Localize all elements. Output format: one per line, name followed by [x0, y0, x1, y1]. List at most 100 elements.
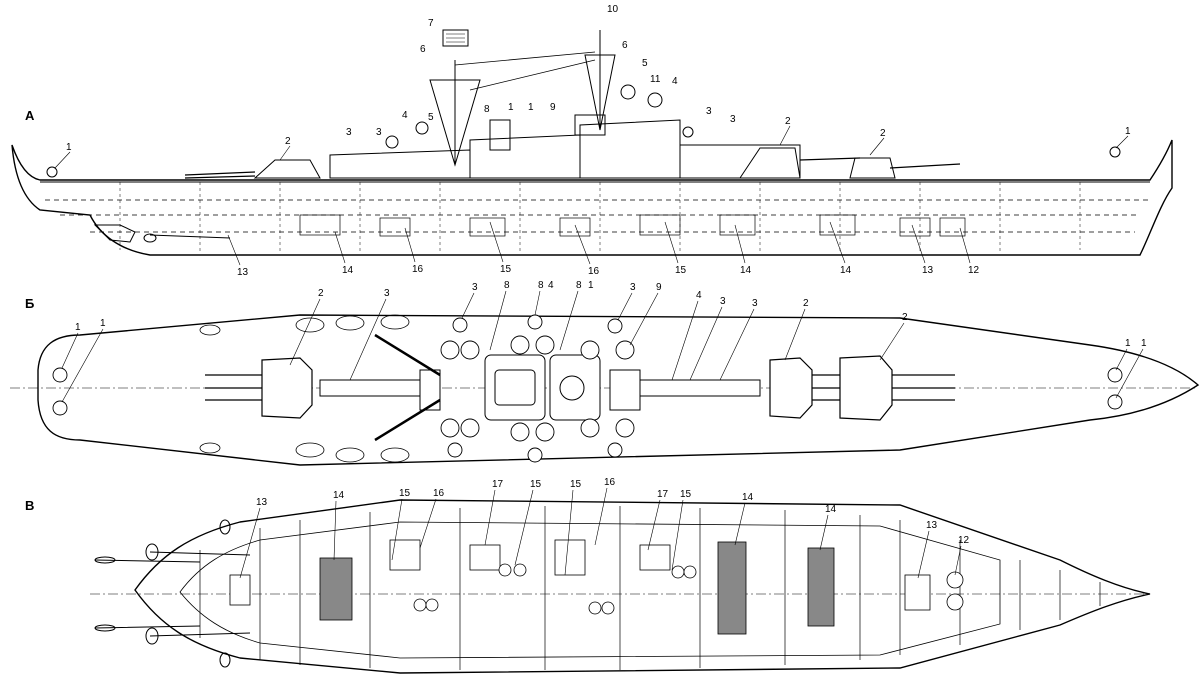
side-callout-10: 10: [607, 4, 619, 15]
side-frames: [119, 182, 1081, 252]
hold-callout-13a: 13: [256, 497, 268, 508]
hold-shafts: [94, 519, 251, 668]
hold-hull-outline: [134, 499, 1151, 674]
hold-callout-15a: 15: [399, 488, 411, 499]
side-callout-16a: 16: [412, 264, 424, 275]
side-callout-4a: 4: [672, 76, 678, 87]
side-waterline: [45, 199, 1148, 233]
rigging-line: [454, 51, 596, 91]
side-gun-barrels: [184, 157, 961, 179]
side-superstructure: [253, 119, 896, 179]
hold-callout-13b: 13: [926, 520, 938, 531]
hold-magazines: [229, 539, 964, 635]
hold-callout-14a: 14: [333, 490, 345, 501]
view-label-hold: В: [25, 498, 34, 513]
deck-callout-1b: 1: [100, 318, 106, 329]
deck-callout-8a: 8: [504, 280, 510, 291]
deck-callout-3d: 3: [720, 296, 726, 307]
turret-2: [769, 357, 813, 419]
deck-superstructure: [319, 354, 761, 421]
forward-mast: [429, 60, 481, 167]
deck-callout-1c: 1: [588, 280, 594, 291]
deck-callout-2a: 2: [318, 288, 324, 299]
funnel: [489, 119, 511, 151]
hold-bulkheads: [199, 506, 1101, 670]
hold-callout-12: 12: [958, 535, 970, 546]
side-leaders: [54, 125, 1129, 266]
side-compartments: [299, 214, 966, 237]
side-callout-14c: 14: [840, 265, 852, 276]
hold-view: В: [25, 477, 1151, 674]
side-callout-7: 7: [428, 18, 434, 29]
side-callout-6b: 6: [622, 40, 628, 51]
deck-hull-outline: [37, 314, 1200, 466]
side-callout-13a: 13: [237, 267, 249, 278]
hold-inner-outline: [179, 521, 1001, 659]
side-callout-2a: 2: [285, 136, 291, 147]
side-callout-5b: 5: [428, 112, 434, 123]
deck-view: Б: [10, 280, 1200, 466]
side-callout-3c: 3: [706, 106, 712, 117]
side-callout-13b: 13: [922, 265, 934, 276]
side-callout-14b: 14: [740, 265, 752, 276]
hold-callout-14b: 14: [742, 492, 754, 503]
side-callout-3d: 3: [730, 114, 736, 125]
side-callout-3b: 3: [376, 127, 382, 138]
deck-callout-9: 9: [656, 282, 662, 293]
view-label-side: А: [25, 108, 35, 123]
deck-callout-8c: 8: [576, 280, 582, 291]
hold-callout-14c: 14: [825, 504, 837, 515]
side-view: А: [11, 4, 1173, 278]
side-callout-9: 9: [550, 102, 556, 113]
side-callout-1b: 1: [528, 102, 534, 113]
side-callout-1c: 1: [1125, 126, 1131, 137]
view-label-deck: Б: [25, 296, 34, 311]
side-callout-15b: 15: [675, 265, 687, 276]
side-callout-4b: 4: [402, 110, 408, 121]
deck-leaders: [61, 290, 1144, 403]
side-callout-2b: 2: [785, 116, 791, 127]
side-callout-5a: 5: [642, 58, 648, 69]
hold-callout-15d: 15: [680, 489, 692, 500]
deck-callout-4a: 4: [548, 280, 554, 291]
side-callout-3a: 3: [346, 127, 352, 138]
deck-callout-3a: 3: [384, 288, 390, 299]
hold-callout-15c: 15: [570, 479, 582, 490]
side-callout-2c: 2: [880, 128, 886, 139]
side-callout-1d: 1: [66, 142, 72, 153]
side-callout-12: 12: [968, 265, 980, 276]
hold-callout-16a: 16: [433, 488, 445, 499]
deck-callout-3c: 3: [630, 282, 636, 293]
radar-antenna: [442, 29, 469, 47]
deck-callout-1a: 1: [75, 322, 81, 333]
deck-callout-1d: 1: [1125, 338, 1131, 349]
deck-callout-3b: 3: [472, 282, 478, 293]
side-callout-15a: 15: [500, 264, 512, 275]
hold-callout-16b: 16: [604, 477, 616, 488]
side-masts: [429, 29, 616, 167]
deck-callout-2b: 2: [803, 298, 809, 309]
side-callout-16b: 16: [588, 266, 600, 277]
turret-1: [261, 357, 313, 419]
deck-callout-2c: 2: [902, 312, 908, 323]
hold-leaders: [239, 487, 962, 579]
deck-boats: [199, 314, 410, 463]
deck-catapults: [374, 333, 441, 442]
side-directors: [46, 84, 1121, 178]
hold-callout-17a: 17: [492, 479, 504, 490]
deck-callout-4b: 4: [696, 290, 702, 301]
side-hull: [11, 139, 1173, 256]
hold-callout-15b: 15: [530, 479, 542, 490]
deck-turrets: [205, 355, 955, 421]
side-callout-14a: 14: [342, 265, 354, 276]
side-callout-11: 11: [650, 74, 661, 85]
side-callout-8: 8: [484, 104, 490, 115]
aft-mast: [584, 30, 616, 131]
deck-mounts: [52, 314, 1123, 463]
turret-3: [839, 355, 893, 421]
deck-callout-8b: 8: [538, 280, 544, 291]
side-callout-1a: 1: [508, 102, 514, 113]
side-callout-6a: 6: [420, 44, 426, 55]
deck-callout-1e: 1: [1141, 338, 1147, 349]
hold-callout-17b: 17: [657, 489, 669, 500]
